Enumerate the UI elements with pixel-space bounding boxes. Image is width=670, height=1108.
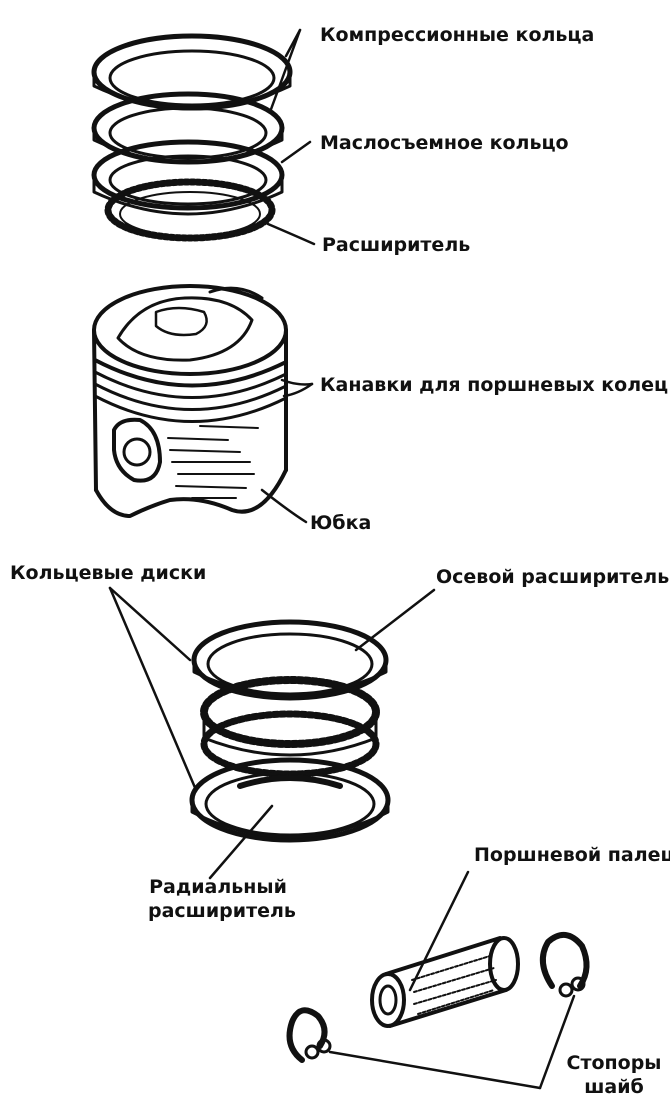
label-compression-rings: Компрессионные кольца <box>320 24 595 46</box>
leader-lines-middle <box>108 586 436 880</box>
label-circlips: Стопоры шайб <box>566 1052 662 1100</box>
leader-lines-top <box>266 28 316 246</box>
label-circlips-line1: Стопоры <box>566 1052 662 1074</box>
oil-control-ring <box>91 139 285 216</box>
compression-rings <box>91 33 293 165</box>
label-radial-expander-line2: расширитель <box>148 899 296 922</box>
leader-lines-bottom <box>328 870 576 1090</box>
label-expander: Расширитель <box>322 234 471 256</box>
label-radial-expander: Радиальный расширитель <box>148 876 296 924</box>
circlip-right <box>539 932 590 998</box>
ring-disc-upper <box>191 619 389 701</box>
leader-lines-piston <box>260 378 314 524</box>
ring-expander <box>104 178 276 242</box>
label-axial-expander: Осевой расширитель <box>436 566 670 588</box>
label-oil-ring: Маслосъемное кольцо <box>320 132 569 154</box>
ring-disc-lower <box>189 757 391 843</box>
label-circlips-line2: шайб <box>584 1075 644 1098</box>
label-radial-expander-line1: Радиальный <box>149 876 287 898</box>
label-ring-discs: Кольцевые диски <box>10 562 207 584</box>
label-piston-pin: Поршневой палец <box>474 844 670 866</box>
circlip-left <box>286 1007 332 1063</box>
radial-expander-part <box>237 775 343 789</box>
label-ring-grooves: Канавки для поршневых колец <box>320 374 669 396</box>
label-skirt: Юбка <box>310 512 372 534</box>
piston <box>92 284 288 518</box>
piston-pin-part <box>370 936 520 1028</box>
